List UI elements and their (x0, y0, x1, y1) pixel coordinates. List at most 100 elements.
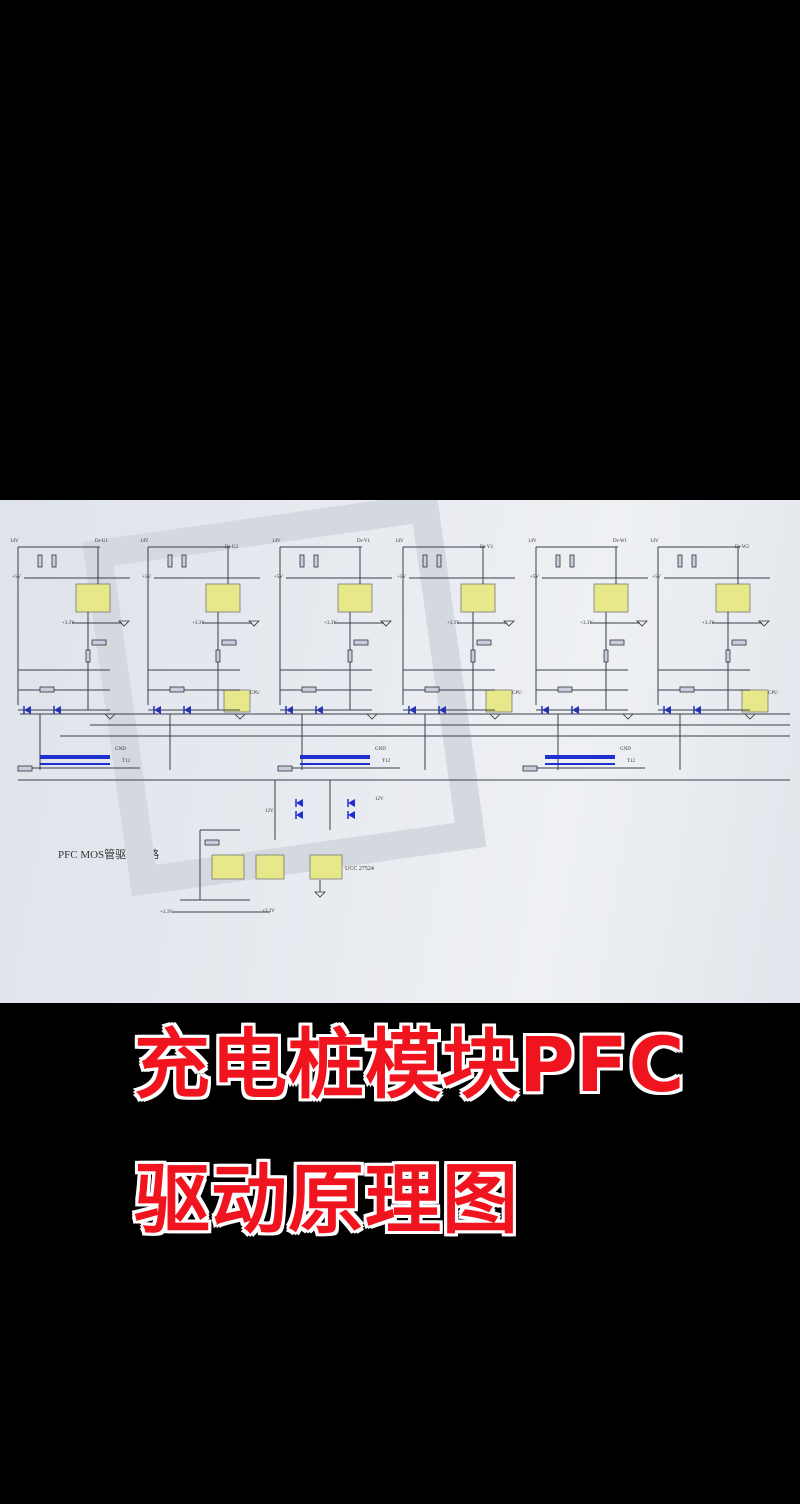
net-label: +5V (652, 575, 661, 580)
resistor (169, 686, 185, 693)
ground-symbol (118, 620, 130, 627)
ground-symbol (248, 620, 260, 627)
net-label: 14V (528, 539, 537, 544)
channel-output-label: Dr-V2 (480, 545, 493, 550)
ground-symbol (622, 713, 634, 720)
net-label: +5V (274, 575, 283, 580)
ic-chip (337, 583, 373, 613)
net-label: GND (375, 747, 386, 752)
resistor (37, 554, 43, 568)
diode (296, 799, 303, 807)
net-label: CPU (250, 691, 260, 696)
transformer-winding (40, 755, 110, 759)
channel-output-label: Dr-W2 (735, 545, 750, 550)
schematic-diagram: PFC MOS管驱动电路 14V+5VDr-U1+3.3VCPU14V+5VDr… (10, 500, 790, 915)
ic-chip (255, 854, 285, 880)
resistor (609, 639, 625, 646)
resistor (691, 554, 697, 568)
caption-line-1: 充电桩模块PFC (134, 1020, 686, 1109)
net-label: 14V (10, 539, 19, 544)
watermark (82, 500, 487, 897)
resistor (347, 649, 353, 663)
net-label: 14V (650, 539, 659, 544)
channel-output-label: Dr-U1 (95, 539, 108, 544)
net-label: +3.3V (192, 621, 205, 626)
ic-chip (75, 583, 111, 613)
net-label: +3.3V (447, 621, 460, 626)
resistor (204, 839, 220, 846)
resistor (39, 686, 55, 693)
net-label: GND (620, 747, 631, 752)
resistor (215, 649, 221, 663)
ground-symbol (366, 713, 378, 720)
ic-chip (309, 854, 343, 880)
transformer-core (40, 763, 110, 765)
net-label: +3.3V (262, 909, 275, 914)
resistor (731, 639, 747, 646)
net-label: +3.3V (702, 621, 715, 626)
channel-output-label: Dr-V1 (357, 539, 370, 544)
ground-symbol (234, 713, 246, 720)
net-label: 14V (395, 539, 404, 544)
resistor (51, 554, 57, 568)
resistor (470, 649, 476, 663)
net-label: +3.3V (324, 621, 337, 626)
resistor (91, 639, 107, 646)
resistor (522, 765, 538, 772)
resistor (167, 554, 173, 568)
channel-output-label: Dr-W1 (613, 539, 628, 544)
resistor (677, 554, 683, 568)
resistor (436, 554, 442, 568)
ic-chip (715, 583, 751, 613)
net-label: GND (115, 747, 126, 752)
diode (296, 811, 303, 819)
net-label: T12 (627, 759, 636, 764)
diode (348, 811, 355, 819)
resistor (555, 554, 561, 568)
channel-output-label: Dr-U2 (225, 545, 238, 550)
net-label: T12 (382, 759, 391, 764)
net-label: +5V (397, 575, 406, 580)
ground-symbol (744, 713, 756, 720)
resistor (725, 649, 731, 663)
resistor (301, 686, 317, 693)
resistor (422, 554, 428, 568)
resistor (299, 554, 305, 568)
ic-chip (741, 689, 769, 713)
net-label: CPU (768, 691, 778, 696)
resistor (603, 649, 609, 663)
resistor (277, 765, 293, 772)
ground-symbol (636, 620, 648, 627)
resistor (17, 765, 33, 772)
net-label: 12V (375, 797, 384, 802)
net-label: CPU (512, 691, 522, 696)
resistor (181, 554, 187, 568)
net-label: +3.3V (160, 910, 173, 915)
transformer-winding (300, 755, 370, 759)
net-label: T12 (122, 759, 131, 764)
ic-chip (211, 854, 245, 880)
net-label: +5V (142, 575, 151, 580)
resistor (221, 639, 237, 646)
net-label: +5V (12, 575, 21, 580)
resistor (313, 554, 319, 568)
resistor (476, 639, 492, 646)
ic-chip (460, 583, 496, 613)
transformer-core (300, 763, 370, 765)
ic-chip (485, 689, 513, 713)
resistor (353, 639, 369, 646)
net-label: +5V (530, 575, 539, 580)
ic-chip (223, 689, 251, 713)
resistor (569, 554, 575, 568)
ground-symbol (489, 713, 501, 720)
net-label: +3.3V (62, 621, 75, 626)
diode (348, 799, 355, 807)
ground-symbol (503, 620, 515, 627)
transformer-core (545, 763, 615, 765)
transformer-winding (545, 755, 615, 759)
net-label: 12V (265, 809, 274, 814)
caption-line-2: 驱动原理图 (134, 1155, 519, 1244)
ground-symbol (758, 620, 770, 627)
resistor (424, 686, 440, 693)
driver-ic-label: UCC 27524 (345, 866, 374, 872)
